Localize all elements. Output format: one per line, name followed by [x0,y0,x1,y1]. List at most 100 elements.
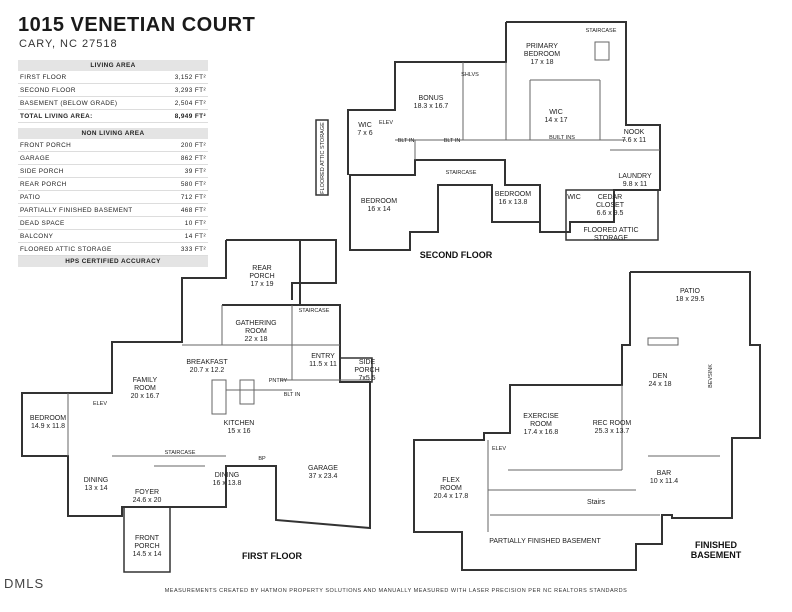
side-porch-dimensions: 7x5.5 [358,375,375,382]
staircase-label: STAIRCASE [299,308,330,314]
wic-dimensions: 14 x 17 [545,117,568,124]
front-porch-label: FRONT [135,535,160,542]
bedroom-label: BEDROOM [495,191,531,198]
flex-room-dimensions: 20.4 x 17.8 [434,493,469,500]
total-area-row: TOTAL LIVING AREA:8,949 FT² [18,110,208,123]
bar-dimensions: 10 x 11.4 [650,478,678,485]
elevator-label: ELEV [379,120,393,126]
patio-dimensions: 18 x 29.5 [676,296,705,303]
dining-label: DINING [84,477,109,484]
wic-label: WIC [358,122,372,129]
nook-dimensions: 7.6 x 11 [622,137,646,144]
rec-room-dimensions: 25.3 x 13.7 [595,428,630,435]
family-room-dimensions: 20 x 16.7 [131,393,160,400]
gathering-room-label: ROOM [245,328,267,335]
floored-attic-label: STORAGE [594,235,628,242]
basement-heading: FINISHED [695,540,738,550]
family-room-label: ROOM [134,385,156,392]
staircase-label: STAIRCASE [446,170,477,176]
area-row: BASEMENT (BELOW GRADE)2,504 FT² [18,97,208,110]
basement-heading: BASEMENT [691,550,742,560]
bedroom-label: BEDROOM [30,415,66,422]
nook-label: NOOK [624,129,645,136]
kitchen-label: KITCHEN [224,420,255,427]
garage-dimensions: 37 x 23.4 [309,473,338,480]
built-in-label: BLT IN [444,138,461,144]
elevator-label: ELEV [492,446,506,452]
bedroom-dimensions: 16 x 14 [368,206,391,213]
basement-walls [413,271,761,571]
staircase-label: STAIRCASE [586,28,617,34]
bedroom-dimensions: 16 x 13.8 [499,199,528,206]
built-in-label: BLT IN [284,392,301,398]
primary-bedroom-label: BEDROOM [524,51,560,58]
bedroom-label: BEDROOM [361,198,397,205]
foyer-dimensions: 24.6 x 20 [133,497,162,504]
shelves-label: SHLVS [461,72,479,78]
basement-interior [487,337,720,532]
dining-dimensions: 13 x 14 [85,485,108,492]
flex-room-label: FLEX [442,477,460,484]
primary-bedroom-dimensions: 17 x 18 [531,59,554,66]
wic-label: WIC [567,194,581,201]
rear-porch-dimensions: 17 x 19 [251,281,274,288]
breakfast-dimensions: 20.7 x 12.2 [190,367,225,374]
room-labels: PRIMARY BEDROOM 17 x 18 STAIRCASE BONUS … [30,28,742,561]
non-living-area-heading: NON LIVING AREA [18,128,208,139]
first-floor-walls [21,239,373,573]
family-room-label: FAMILY [133,377,158,384]
certified-accuracy-note: HPS CERTIFIED ACCURACY [18,256,208,267]
living-area-heading: LIVING AREA [18,60,208,71]
front-porch-dimensions: 14.5 x 14 [133,551,162,558]
rear-porch-label: PORCH [249,273,274,280]
den-label: DEN [653,373,668,380]
gathering-room-dimensions: 22 x 18 [245,336,268,343]
laundry-dimensions: 9.8 x 11 [623,181,647,188]
bonus-room-dimensions: 18.3 x 16.7 [414,103,449,110]
flex-room-label: ROOM [440,485,462,492]
second-floor-interior [395,41,660,160]
stairs-label: Stairs [587,499,605,506]
bedroom-dimensions: 14.9 x 11.8 [31,423,65,430]
dining-label: DINING [215,472,240,479]
rec-room-label: REC ROOM [593,420,632,427]
garage-label: GARAGE [308,465,338,472]
bar-label: BAR [657,470,671,477]
elevator-label: ELEV [93,401,107,407]
kitchen-dimensions: 15 x 16 [228,428,251,435]
gathering-room-label: GATHERING [235,320,276,327]
second-floor-heading: SECOND FLOOR [420,250,493,260]
measurement-disclaimer: MEASUREMENTS CREATED BY HATMON PROPERTY … [164,588,628,594]
wic-dimensions: 7 x 6 [357,130,372,137]
exercise-room-label: EXERCISE [523,413,559,420]
partially-finished-label: PARTIALLY FINISHED BASEMENT [489,538,601,545]
foyer-label: FOYER [135,489,159,496]
built-in-label: BLT IN [398,138,415,144]
exercise-room-dimensions: 17.4 x 16.8 [524,429,559,436]
floored-attic-vertical-label: FLOORED ATTIC STORAGE [320,122,326,194]
cedar-closet-label: CEDAR [598,194,623,201]
second-floor-walls [315,21,661,251]
first-floor-interior [67,305,370,467]
rear-porch-label: REAR [252,265,271,272]
built-ins-label: BUILT INS [549,135,575,141]
entry-label: ENTRY [311,353,335,360]
cedar-closet-dimensions: 6.6 x 9.5 [597,210,624,217]
wic-label: WIC [549,109,563,116]
den-dimensions: 24 x 18 [649,381,672,388]
cedar-closet-label: CLOSET [596,202,625,209]
floored-attic-label: FLOORED ATTIC [583,227,638,234]
